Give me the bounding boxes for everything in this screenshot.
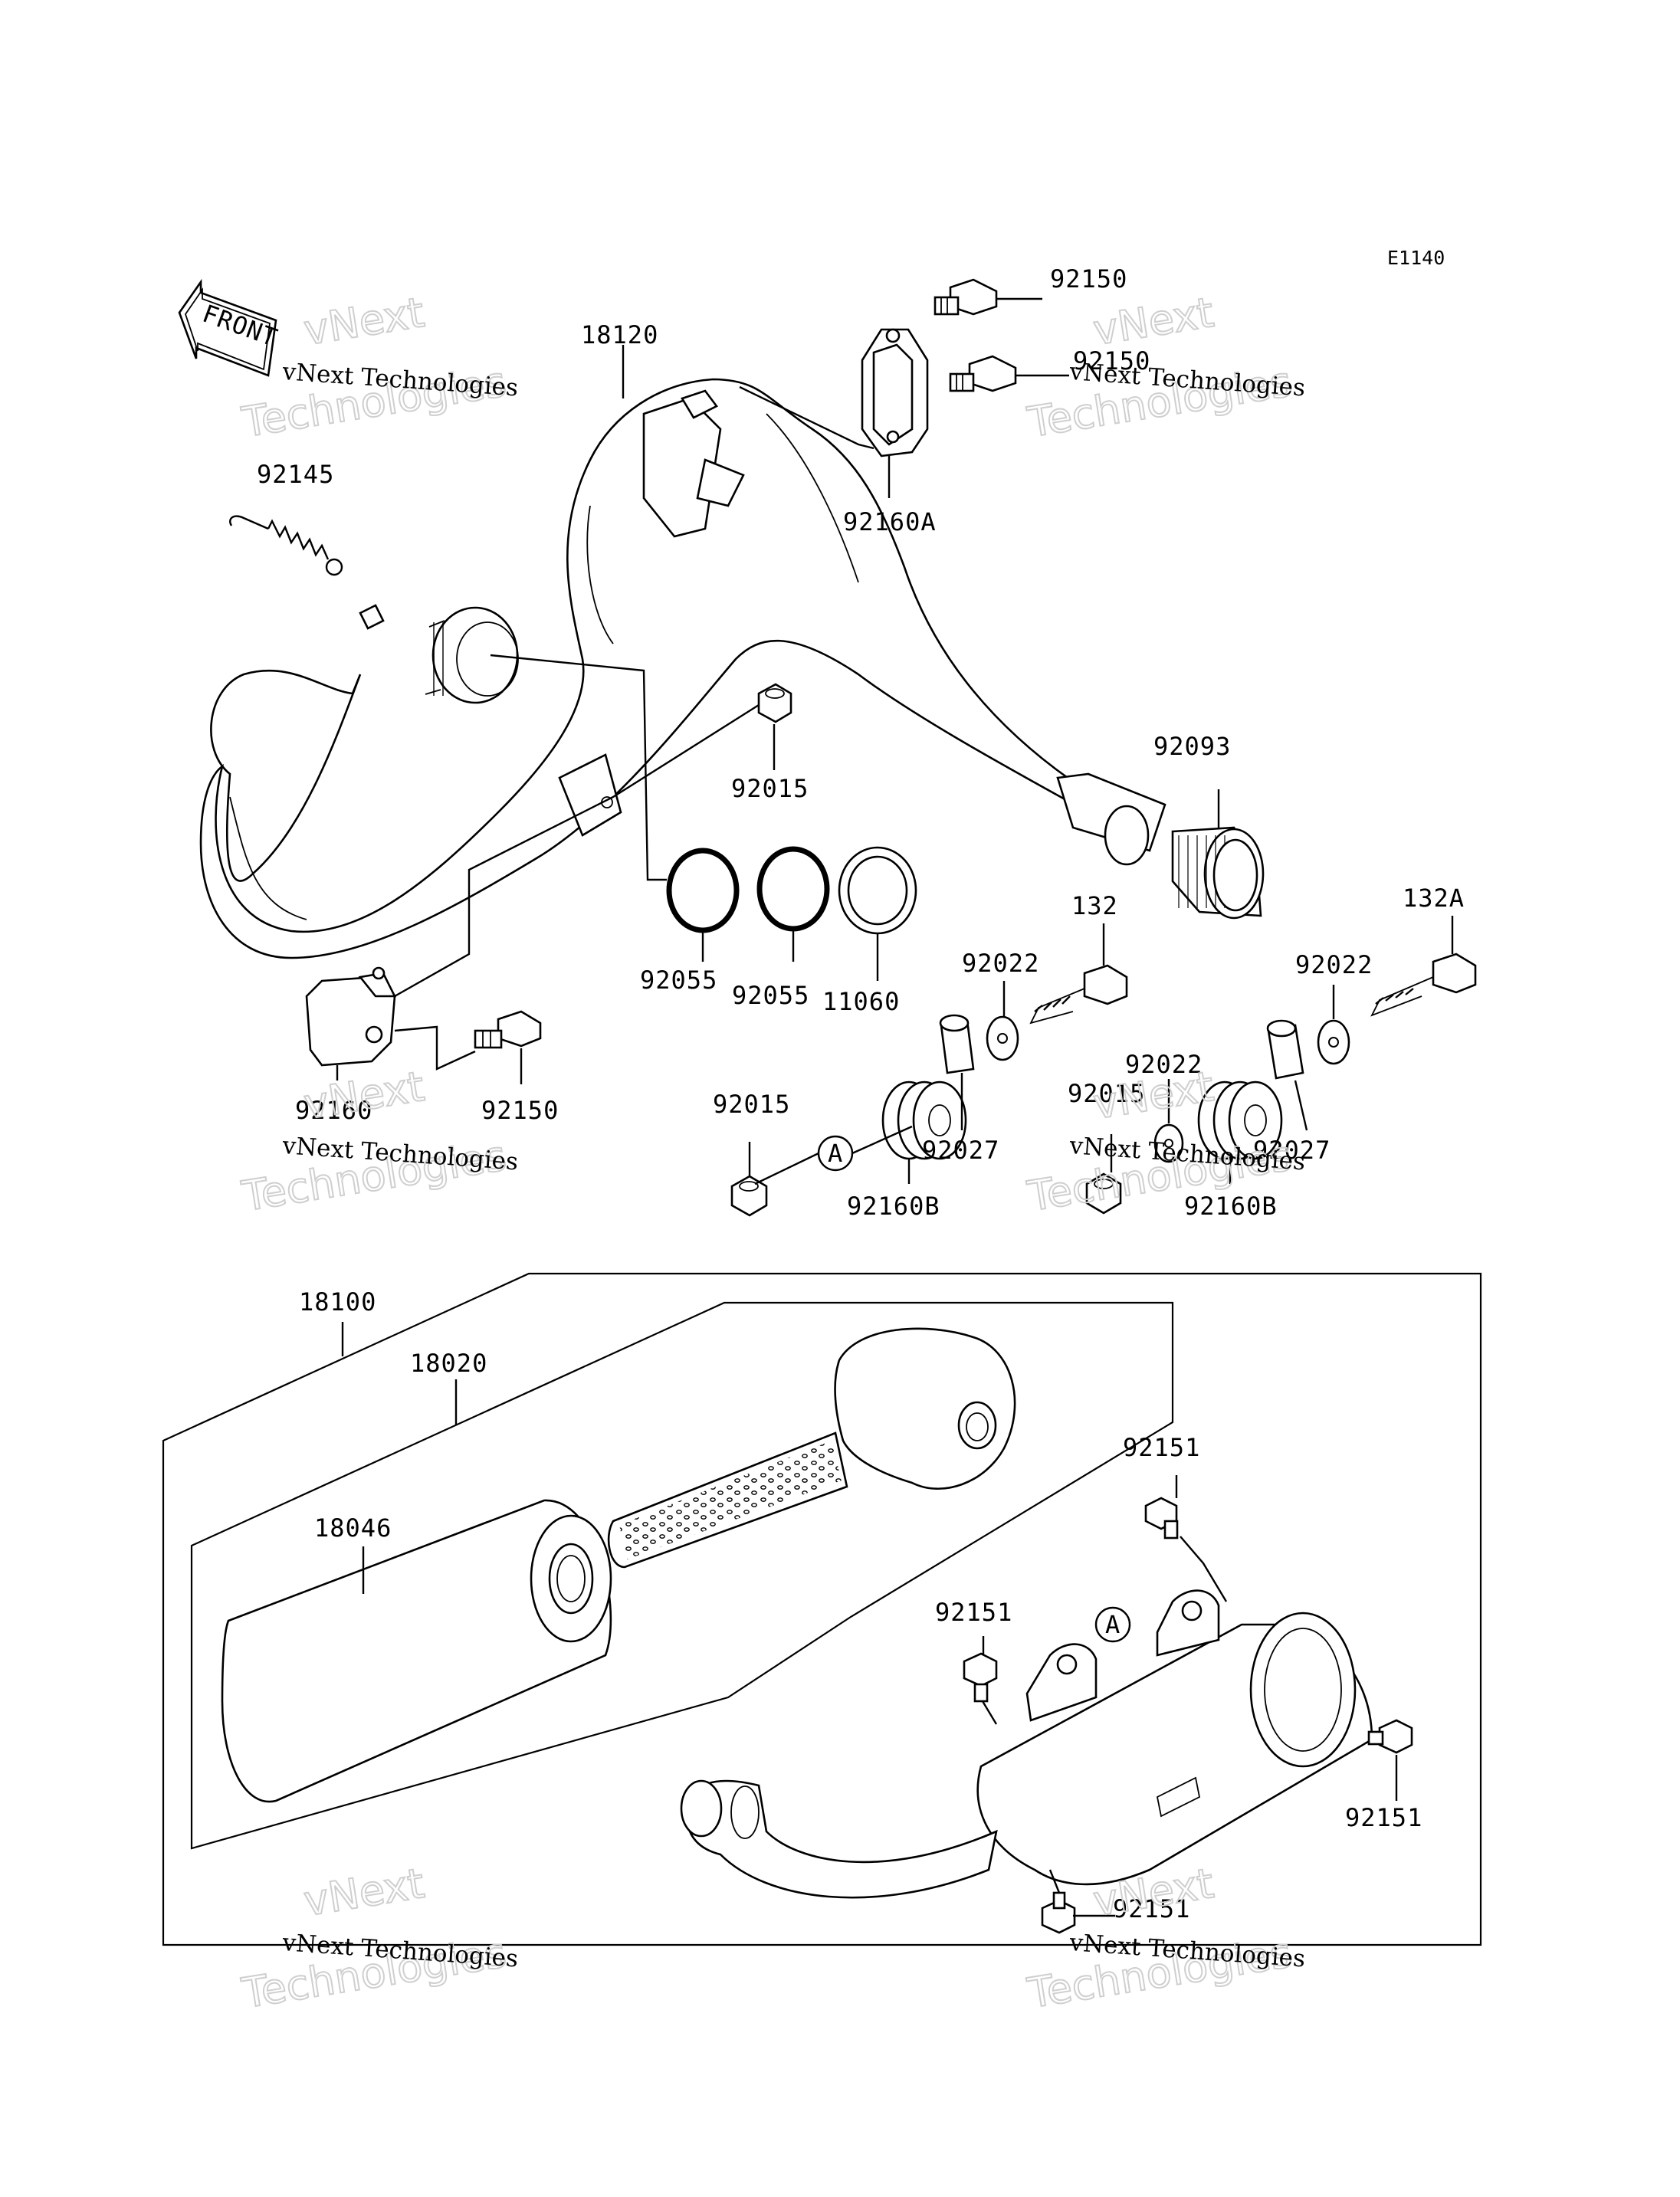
collar — [1266, 1019, 1304, 1080]
part-label-92027-a: 92027 — [922, 1136, 999, 1165]
part-label-92150-bot: 92150 — [481, 1096, 559, 1125]
part-label-92022-c: 92022 — [1125, 1050, 1203, 1079]
top-bolt — [934, 278, 998, 316]
watermark: vNext Technologies vNext Technologies — [1023, 287, 1306, 448]
mid-bolt — [949, 355, 1017, 392]
part-label-132a: 132A — [1403, 884, 1465, 913]
part-label-92015-a: 92015 — [731, 774, 809, 803]
part-label-11060: 11060 — [822, 987, 900, 1016]
part-label-92150-mid: 92150 — [1073, 346, 1150, 375]
lower-bolt — [474, 1010, 542, 1049]
part-label-92022-a: 92022 — [962, 949, 1039, 978]
callout-a-lower: A — [1094, 1606, 1131, 1643]
nut — [730, 1175, 768, 1217]
part-number-labels: 18120 92145 92150 92150 92160A 92015 920… — [257, 264, 1465, 1923]
part-label-18020: 18020 — [410, 1349, 487, 1378]
callout-a-upper: A — [817, 1135, 854, 1172]
svg-text:vNext: vNext — [300, 1062, 428, 1129]
washer — [1153, 1123, 1184, 1163]
expansion-chamber — [199, 378, 1166, 959]
top-bracket — [861, 328, 929, 457]
silencer-bolt — [963, 1652, 998, 1703]
part-label-92027-b: 92027 — [1253, 1136, 1331, 1165]
part-label-92150-top: 92150 — [1050, 264, 1127, 293]
part-label-92055-b: 92055 — [732, 981, 809, 1010]
svg-text:vNext: vNext — [1090, 288, 1217, 355]
grommet — [881, 1080, 967, 1160]
lower-bracket — [305, 966, 397, 1067]
silencer-bolt — [1144, 1497, 1179, 1540]
silencer-bolt — [1367, 1719, 1413, 1754]
part-label-92151-c: 92151 — [1345, 1803, 1422, 1832]
bolt-132 — [1029, 964, 1128, 1025]
watermark: vNext Technologies vNext Technologies — [238, 287, 519, 448]
nut — [1085, 1172, 1122, 1215]
washer — [1317, 1019, 1350, 1065]
part-label-18100: 18100 — [299, 1287, 376, 1317]
washer — [986, 1015, 1019, 1061]
svg-text:vNext: vNext — [300, 1859, 428, 1926]
part-label-92145: 92145 — [257, 460, 334, 489]
o-ring — [666, 848, 740, 933]
svg-text:A: A — [828, 1139, 843, 1168]
watermark: vNext Technologies vNext Technologies — [238, 1858, 519, 2018]
part-label-92160b-b: 92160B — [1184, 1192, 1278, 1221]
o-ring — [756, 846, 830, 932]
bolt-132a — [1370, 953, 1477, 1017]
silencer-core-frame — [190, 1301, 1174, 1850]
part-label-132: 132 — [1071, 891, 1118, 920]
collar — [939, 1014, 975, 1074]
watermark: vNext Technologies vNext Technologies — [238, 1061, 519, 1221]
silencer-perforated-core — [607, 1327, 1016, 1569]
front-arrow-icon: FRONT — [178, 278, 281, 377]
svg-text:vNext: vNext — [300, 288, 428, 355]
part-label-92151-d: 92151 — [1113, 1894, 1190, 1923]
silencer-assembly-frame — [162, 1272, 1482, 1946]
grommet — [1197, 1080, 1283, 1160]
part-label-92160b-a: 92160B — [847, 1192, 940, 1221]
part-label-18046: 18046 — [314, 1513, 392, 1543]
part-label-92015-b: 92015 — [713, 1090, 790, 1119]
nut — [757, 683, 792, 723]
part-label-92151-b: 92151 — [935, 1598, 1012, 1627]
part-label-92160: 92160 — [295, 1096, 372, 1125]
diagram-code: E1140 — [1387, 247, 1445, 269]
sleeve — [1171, 826, 1265, 920]
part-label-92151-a: 92151 — [1123, 1433, 1200, 1462]
part-label-92093: 92093 — [1153, 732, 1231, 761]
spring — [229, 515, 343, 576]
silencer-packing — [221, 1499, 612, 1803]
part-label-92015-c: 92015 — [1068, 1079, 1145, 1108]
silencer-body — [680, 1589, 1373, 1899]
part-label-92022-b: 92022 — [1295, 950, 1373, 979]
leader-lines — [336, 297, 1454, 1917]
part-label-92055-a: 92055 — [640, 966, 717, 995]
svg-text:A: A — [1105, 1610, 1121, 1639]
part-label-18120: 18120 — [581, 320, 658, 349]
silencer-bolt — [1041, 1891, 1076, 1934]
part-label-92160a: 92160A — [843, 507, 937, 536]
gasket-ring — [838, 846, 917, 935]
